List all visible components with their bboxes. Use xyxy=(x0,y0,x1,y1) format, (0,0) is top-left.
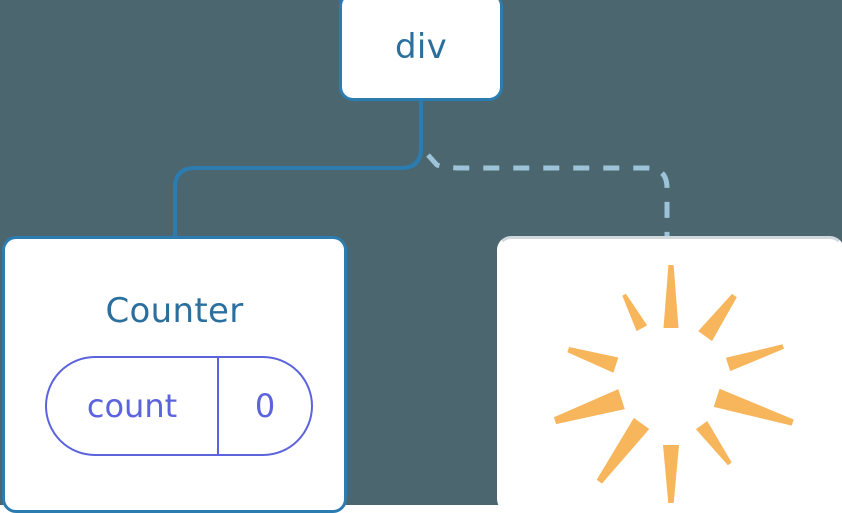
node-counter-label: Counter xyxy=(105,291,244,331)
burst-ray-9 xyxy=(622,293,648,332)
node-div[interactable]: div xyxy=(339,0,503,101)
edge-div-to-counter xyxy=(173,99,423,240)
prop-pill-count[interactable]: count 0 xyxy=(45,356,313,456)
burst-ray-8 xyxy=(567,347,619,373)
burst-ray-3 xyxy=(713,388,794,426)
burst-ray-4 xyxy=(695,421,732,466)
burst-ray-7 xyxy=(553,389,625,425)
burst-ray-1 xyxy=(698,293,737,342)
burst-ray-6 xyxy=(596,417,650,484)
edge-div-to-burst xyxy=(426,153,670,238)
starburst-icon xyxy=(553,265,794,503)
node-counter[interactable]: Counter count 0 xyxy=(2,236,347,513)
node-render-burst[interactable] xyxy=(497,236,842,513)
prop-value-count: 0 xyxy=(254,387,276,425)
node-div-label: div xyxy=(394,26,448,67)
prop-key-count: count xyxy=(47,358,219,454)
burst-ray-0 xyxy=(663,265,679,328)
burst-ray-2 xyxy=(725,344,784,372)
burst-ray-5 xyxy=(663,445,679,503)
